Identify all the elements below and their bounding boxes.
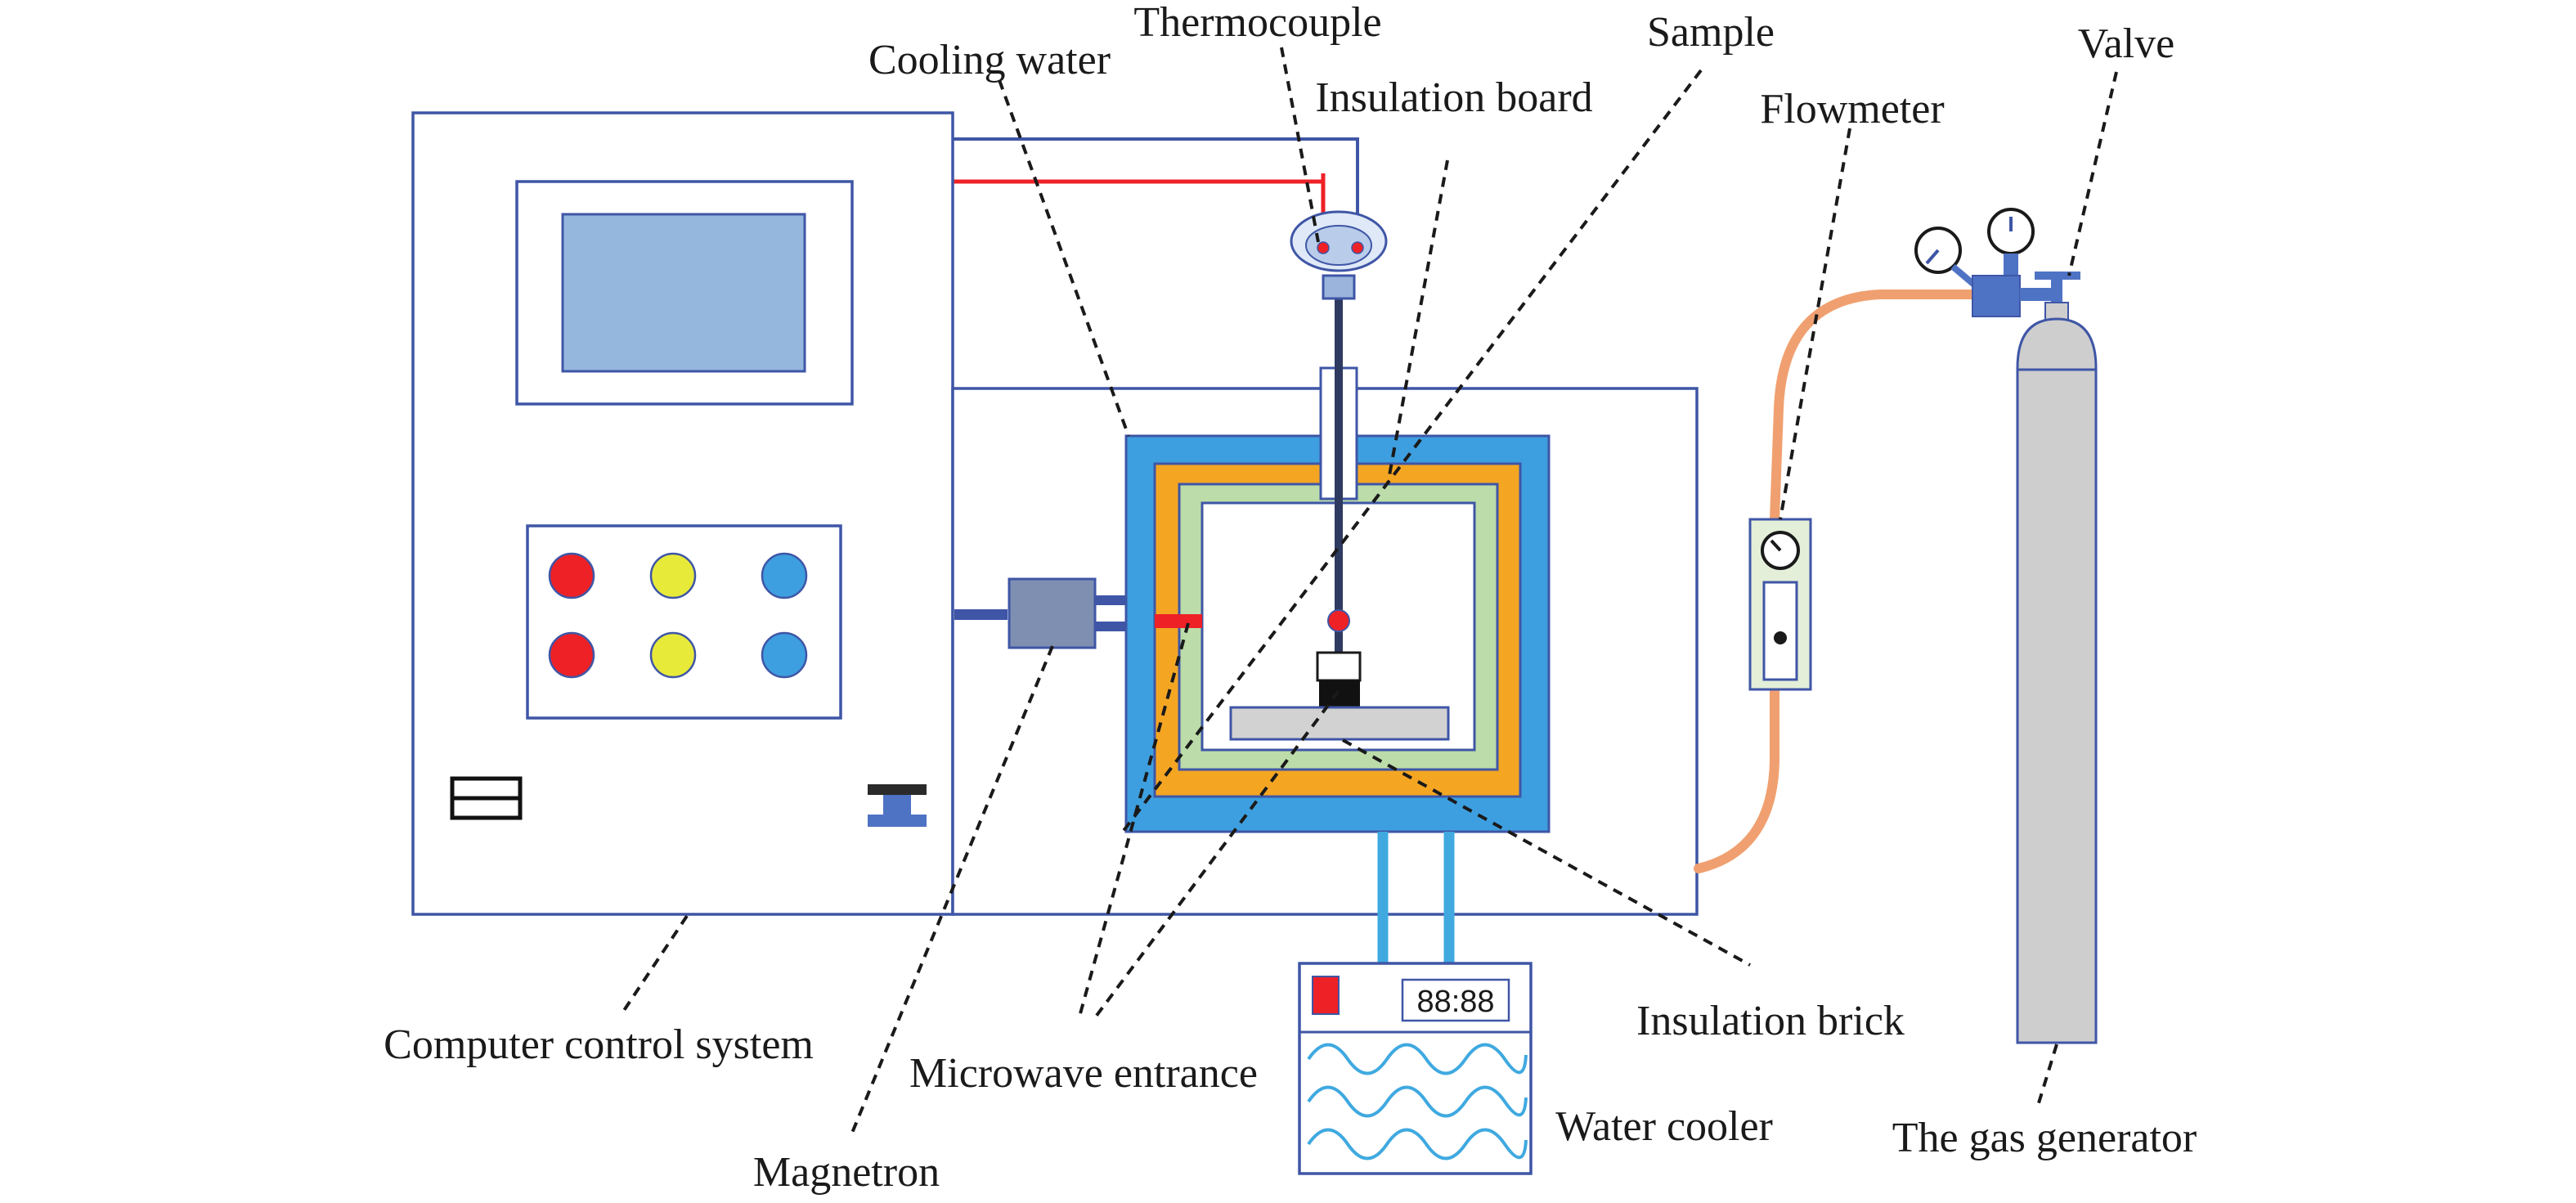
blue-button-bottom[interactable] <box>761 631 808 679</box>
cooling-water-line <box>949 137 1359 229</box>
sample-holder <box>1316 651 1362 682</box>
stand-icon <box>868 784 927 827</box>
leader-magnetron <box>849 645 1054 1138</box>
water-cooler-indicator[interactable] <box>1312 976 1340 1015</box>
yellow-button-bottom[interactable] <box>649 631 697 679</box>
red-button-top[interactable] <box>548 552 595 599</box>
thermocouple-terminal-red <box>1317 241 1330 254</box>
yellow-button-top[interactable] <box>649 552 697 599</box>
thermocouple-head-inner <box>1305 225 1372 266</box>
power-switch-icon[interactable] <box>450 776 523 820</box>
leader-gas-generator <box>2036 1044 2058 1106</box>
label-water-cooler: Water cooler <box>1555 1103 1773 1150</box>
signal-line <box>949 179 1326 229</box>
gas-hose <box>1694 290 1977 873</box>
label-valve: Valve <box>2078 20 2174 67</box>
label-microwave-entrance: Microwave entrance <box>909 1050 1258 1097</box>
red-button-bottom[interactable] <box>548 631 595 679</box>
thermocouple-tip <box>1327 609 1350 632</box>
cooler-wave-1 <box>1307 1043 1528 1075</box>
valve-stem <box>2051 276 2062 309</box>
flowmeter-tube <box>1762 581 1798 681</box>
leader-cooling-water <box>998 79 1130 437</box>
pressure-gauge-left-needle <box>1925 249 1940 265</box>
leader-flowmeter <box>1779 128 1851 520</box>
leader-sample <box>1121 69 1703 833</box>
magnetron-connector-lower <box>1095 622 1126 631</box>
label-insulation-board: Insulation board <box>1315 74 1592 121</box>
label-thermocouple: Thermocouple <box>1133 0 1381 46</box>
water-cooler-display: 88:88 <box>1416 985 1494 1019</box>
label-computer-control-system: Computer control system <box>384 1021 814 1068</box>
leader-thermocouple <box>1280 47 1320 243</box>
magnetron-cable <box>954 609 1008 620</box>
leader-insulation-board <box>1386 159 1449 485</box>
leader-insulation-brick <box>1342 738 1751 967</box>
label-magnetron: Magnetron <box>753 1149 940 1196</box>
leader-valve <box>2067 71 2118 276</box>
sample <box>1319 680 1360 707</box>
magnetron <box>1008 577 1097 649</box>
waveguide-inner <box>1155 614 1202 628</box>
magnetron-connector <box>1095 595 1126 605</box>
water-cooler-display-frame <box>1401 978 1510 1022</box>
cooler-wave-2 <box>1307 1085 1528 1118</box>
flowmeter-needle <box>1770 539 1782 552</box>
label-flowmeter: Flowmeter <box>1760 86 1944 132</box>
flowmeter-float <box>1774 631 1787 644</box>
regulator-body <box>1972 275 2021 317</box>
label-insulation-brick: Insulation brick <box>1636 998 1905 1044</box>
label-cooling-water: Cooling water <box>868 37 1111 83</box>
thermocouple-terminal-blue <box>1351 241 1364 254</box>
gas-cylinder <box>2016 317 2098 1044</box>
monitor-screen <box>561 213 806 373</box>
sample-tray <box>1229 706 1450 741</box>
thermocouple-fitting <box>1322 274 1356 300</box>
blue-button-top[interactable] <box>761 552 808 599</box>
pressure-gauge-left-stem <box>1950 263 1977 288</box>
valve-handle[interactable] <box>2035 272 2080 280</box>
label-sample: Sample <box>1647 9 1775 56</box>
pressure-gauge-right-stem <box>2004 254 2018 278</box>
leader-computer-control <box>620 914 689 1016</box>
cooler-wave-3 <box>1307 1128 1528 1160</box>
label-gas-generator: The gas generator <box>1892 1115 2197 1161</box>
